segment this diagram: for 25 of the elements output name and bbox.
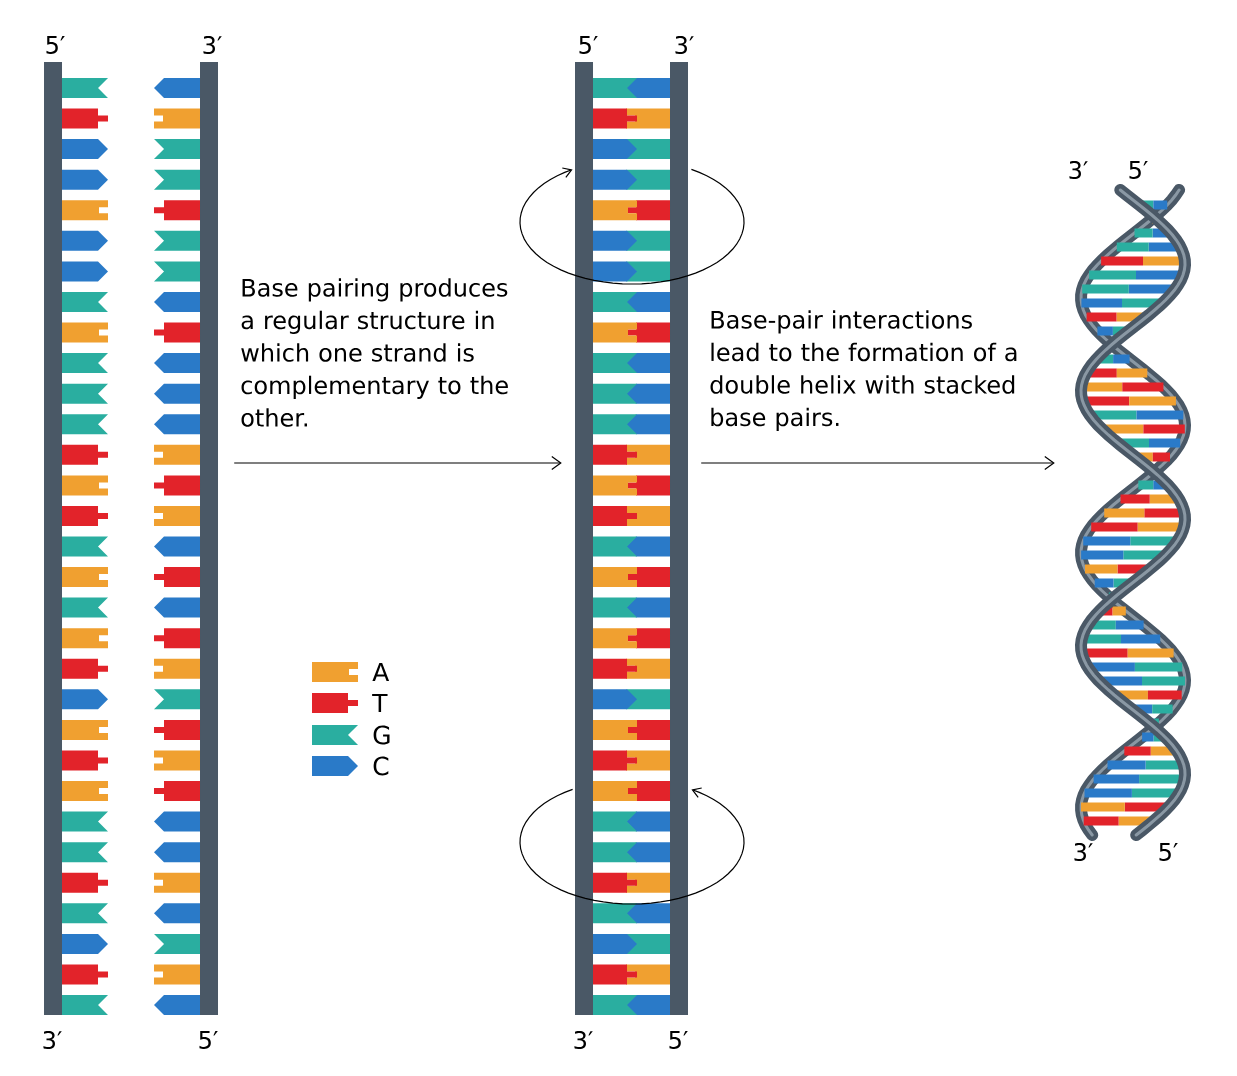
strand-end-label: 5′ [1159, 843, 1178, 861]
arrow [700, 455, 1055, 471]
strand-end-label: 5′ [579, 36, 598, 54]
strand-end-label: 3′ [675, 35, 694, 55]
strand-end-label: 3′ [1069, 160, 1088, 180]
legend-label: A [372, 662, 390, 682]
strand-end-label: 5′ [46, 36, 65, 54]
legend-label: T [372, 693, 388, 713]
rotation-arrow [519, 787, 745, 905]
legend-label: C [373, 756, 389, 776]
strand-end-label: 3′ [574, 1030, 593, 1050]
strand-end-label: 5′ [1129, 161, 1148, 179]
edge-label: Base-pair interactions lead to the formation of a double helix with stacked base pairs. [710, 310, 1017, 431]
edge-label: Base pairing produces a regular structure in which one strand is complementary to the other. [241, 278, 508, 427]
legend-label: G [373, 725, 390, 745]
strand-end-label: 5′ [669, 1031, 688, 1049]
arrow [233, 455, 562, 471]
single-strands-drawing [44, 62, 218, 1015]
strand-end-label: 5′ [199, 1031, 218, 1049]
double-helix-drawing [1075, 184, 1192, 841]
strand-end-label: 3′ [203, 35, 222, 55]
strand-end-label: 3′ [43, 1030, 62, 1050]
rotation-arrow [519, 167, 745, 285]
strand-end-label: 3′ [1074, 842, 1093, 862]
base-paired-strands-drawing [575, 62, 688, 1015]
